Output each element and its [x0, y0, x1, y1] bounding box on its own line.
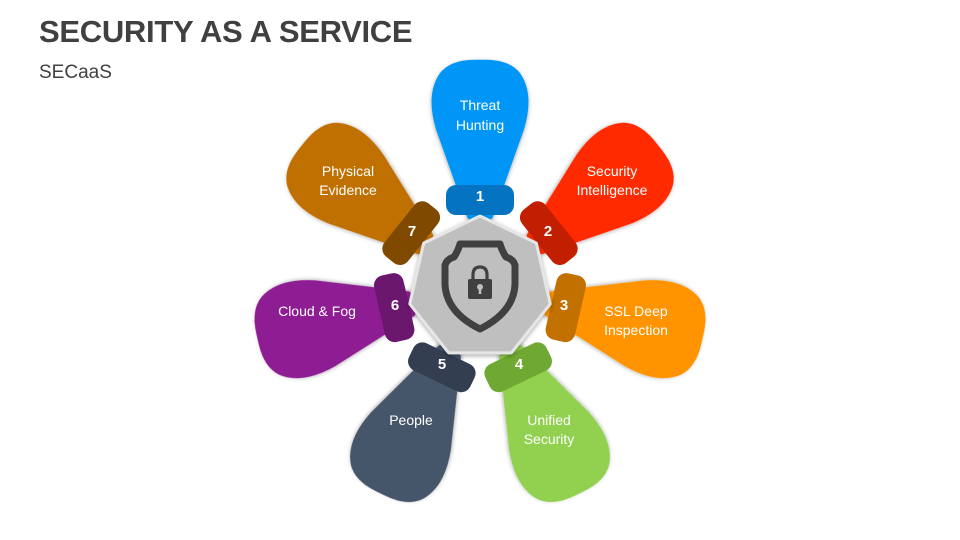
petal-1-label-line1: Threat [460, 97, 501, 113]
petal-4-number: 4 [515, 356, 524, 373]
petal-3-label-line2: Inspection [604, 322, 668, 338]
slide-title: SECURITY AS A SERVICE [39, 14, 413, 49]
petal-7-label-line1: Physical [322, 163, 374, 179]
petal-2[interactable] [499, 107, 689, 286]
petal-5-badge [408, 342, 476, 393]
petal-6-badge [373, 273, 415, 343]
petal-4-label-line2: Security [524, 431, 575, 447]
petal-7-label-line2: Evidence [319, 182, 377, 198]
petal-6-number: 6 [391, 297, 399, 314]
petal-2-label-line2: Intelligence [577, 182, 648, 198]
petal-1[interactable] [431, 59, 529, 224]
petal-5-number: 5 [438, 356, 446, 373]
petal-4[interactable] [464, 324, 623, 515]
petal-1-number: 1 [476, 188, 484, 205]
petal-2-badge [519, 201, 578, 266]
petal-4-badge [484, 342, 552, 393]
petal-7-badge [382, 201, 441, 266]
petal-5[interactable] [337, 324, 496, 515]
petal-4-label-line1: Unified [527, 412, 571, 428]
petal-3[interactable] [531, 254, 714, 387]
petal-3-badge [545, 273, 587, 343]
petal-5-label-line1: People [389, 412, 433, 428]
petal-3-label-line1: SSL Deep [604, 303, 668, 319]
slide-subtitle: SECaaS [39, 62, 112, 83]
petal-6-label-line1: Cloud & Fog [278, 303, 356, 319]
petal-7-number: 7 [408, 223, 416, 240]
petal-6[interactable] [246, 254, 429, 387]
petal-3-number: 3 [560, 297, 568, 314]
petal-2-number: 2 [544, 223, 552, 240]
petal-1-badge [446, 185, 514, 215]
shield-lock-icon [441, 240, 519, 333]
petal-1-label-line2: Hunting [456, 117, 504, 133]
petal-7[interactable] [271, 107, 461, 286]
petal-2-label-line1: Security [587, 163, 638, 179]
